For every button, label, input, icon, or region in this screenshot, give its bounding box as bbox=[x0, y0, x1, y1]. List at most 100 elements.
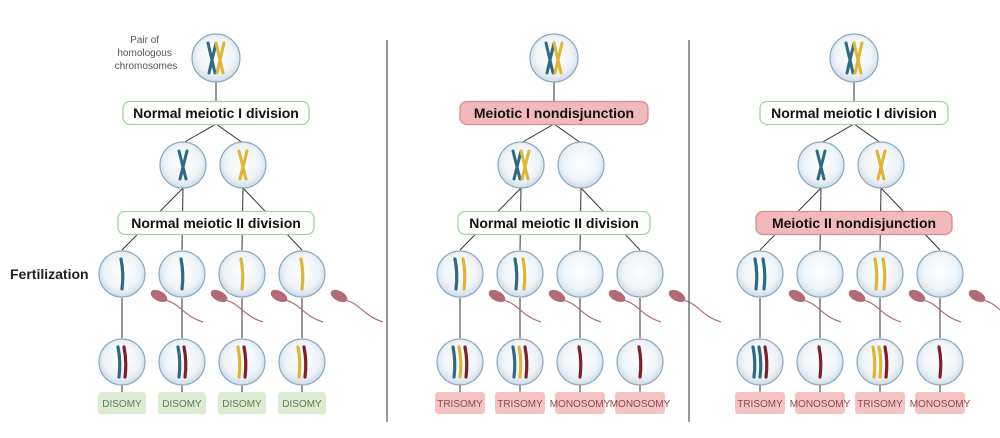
gamete-cell bbox=[436, 250, 484, 298]
badge-background bbox=[915, 392, 965, 414]
sperm bbox=[608, 289, 662, 323]
badge-background bbox=[615, 392, 665, 414]
chromatid bbox=[577, 345, 583, 379]
sperm-head bbox=[608, 289, 626, 303]
outcome-label: TRISOMY bbox=[857, 399, 903, 410]
chromatid bbox=[461, 257, 467, 291]
zygote-cell bbox=[436, 338, 484, 386]
abnormal-outcome-badge: MONOSOMY bbox=[910, 392, 971, 414]
division-label: Normal meiotic I division bbox=[771, 105, 937, 121]
sperm-head bbox=[330, 289, 348, 303]
label-box-frame bbox=[457, 210, 651, 236]
connector-line bbox=[182, 123, 217, 144]
zygote-cell bbox=[916, 338, 964, 386]
cell-membrane bbox=[218, 338, 266, 386]
division-label-box: Normal meiotic II division bbox=[457, 210, 651, 236]
cell-membrane bbox=[916, 250, 964, 298]
nondisjunction-label-box: Meiotic I nondisjunction bbox=[459, 100, 649, 126]
division-label: Normal meiotic I division bbox=[133, 105, 299, 121]
gamete-cell bbox=[736, 250, 784, 298]
sperm-tail bbox=[681, 299, 722, 323]
outcome-label: DISOMY bbox=[222, 399, 262, 410]
outcome-label: DISOMY bbox=[102, 399, 142, 410]
sperm bbox=[270, 289, 324, 323]
chromatid bbox=[517, 345, 523, 379]
sperm-tail bbox=[801, 299, 842, 323]
gamete-cell bbox=[856, 250, 904, 298]
division-label: Normal meiotic II division bbox=[131, 215, 301, 231]
meiosis-one-daughter-cell bbox=[219, 141, 267, 189]
connector-line bbox=[820, 123, 855, 144]
sperm bbox=[788, 289, 842, 323]
chromatid bbox=[883, 345, 889, 379]
sperm-tail bbox=[283, 299, 324, 323]
gamete-cell bbox=[218, 250, 266, 298]
chromatid bbox=[637, 345, 643, 379]
abnormal-outcome-badge: MONOSOMY bbox=[550, 392, 611, 414]
zygote-cell bbox=[98, 338, 146, 386]
badge-background bbox=[855, 392, 905, 414]
chromatid bbox=[521, 257, 527, 291]
outcome-label: TRISOMY bbox=[737, 399, 783, 410]
chromatid bbox=[523, 345, 529, 379]
badge-background bbox=[495, 392, 545, 414]
sperm bbox=[668, 289, 722, 323]
cell-membrane bbox=[98, 338, 146, 386]
chromatid bbox=[520, 149, 531, 181]
chromatid bbox=[845, 41, 856, 75]
chromatid bbox=[242, 345, 248, 379]
badge-background bbox=[555, 392, 605, 414]
zygote-cell bbox=[796, 338, 844, 386]
sperm-tail bbox=[981, 299, 1000, 311]
division-label-box: Normal meiotic I division bbox=[759, 100, 949, 126]
chromatid bbox=[871, 345, 877, 379]
disomy-badge: DISOMY bbox=[218, 392, 266, 414]
disomy-badge: DISOMY bbox=[278, 392, 326, 414]
division-label-box: Normal meiotic I division bbox=[122, 100, 310, 126]
outcome-label: MONOSOMY bbox=[910, 399, 971, 410]
sperm bbox=[150, 289, 204, 323]
chromatid bbox=[302, 345, 308, 379]
chromatid bbox=[753, 257, 759, 291]
outcome-label: TRISOMY bbox=[497, 399, 543, 410]
chromatid bbox=[457, 345, 463, 379]
sperm-head bbox=[210, 289, 228, 303]
zygote-cell bbox=[158, 338, 206, 386]
sperm-head bbox=[150, 289, 168, 303]
cell-membrane bbox=[436, 250, 484, 298]
sperm bbox=[968, 289, 1000, 311]
chromatid bbox=[239, 257, 245, 291]
chromatid bbox=[215, 41, 226, 75]
sperm bbox=[848, 289, 902, 323]
cell-membrane bbox=[557, 141, 605, 189]
abnormal-outcome-badge: TRISOMY bbox=[855, 392, 905, 414]
label-box-frame bbox=[759, 100, 949, 126]
cell-membrane bbox=[796, 250, 844, 298]
gamete-cell bbox=[916, 250, 964, 298]
sperm-tail bbox=[343, 299, 384, 323]
sperm-tail bbox=[223, 299, 264, 323]
zygote-cell bbox=[736, 338, 784, 386]
parent-annotation: Pair of homologous chromosomes bbox=[115, 35, 178, 72]
parent-cell bbox=[191, 33, 241, 83]
chromatid bbox=[179, 257, 185, 291]
parent-annotation-line: chromosomes bbox=[115, 61, 178, 72]
abnormal-outcome-badge: MONOSOMY bbox=[790, 392, 851, 414]
chromatid bbox=[817, 345, 823, 379]
outcome-label: DISOMY bbox=[282, 399, 322, 410]
chromatid bbox=[881, 257, 887, 291]
sperm-tail bbox=[861, 299, 902, 323]
division-label: Normal meiotic II division bbox=[469, 215, 639, 231]
sperm-head bbox=[908, 289, 926, 303]
chromatid bbox=[511, 345, 517, 379]
zygote-cell bbox=[616, 338, 664, 386]
meiosis-one-daughter-cell bbox=[557, 141, 605, 189]
cell-membrane bbox=[829, 33, 879, 83]
abnormal-outcome-badge: TRISOMY bbox=[435, 392, 485, 414]
sperm-tail bbox=[921, 299, 962, 323]
zygote-cell bbox=[856, 338, 904, 386]
abnormal-outcome-badge: MONOSOMY bbox=[610, 392, 671, 414]
cell-membrane bbox=[496, 250, 544, 298]
chromatid bbox=[207, 41, 218, 75]
cell-membrane bbox=[736, 250, 784, 298]
